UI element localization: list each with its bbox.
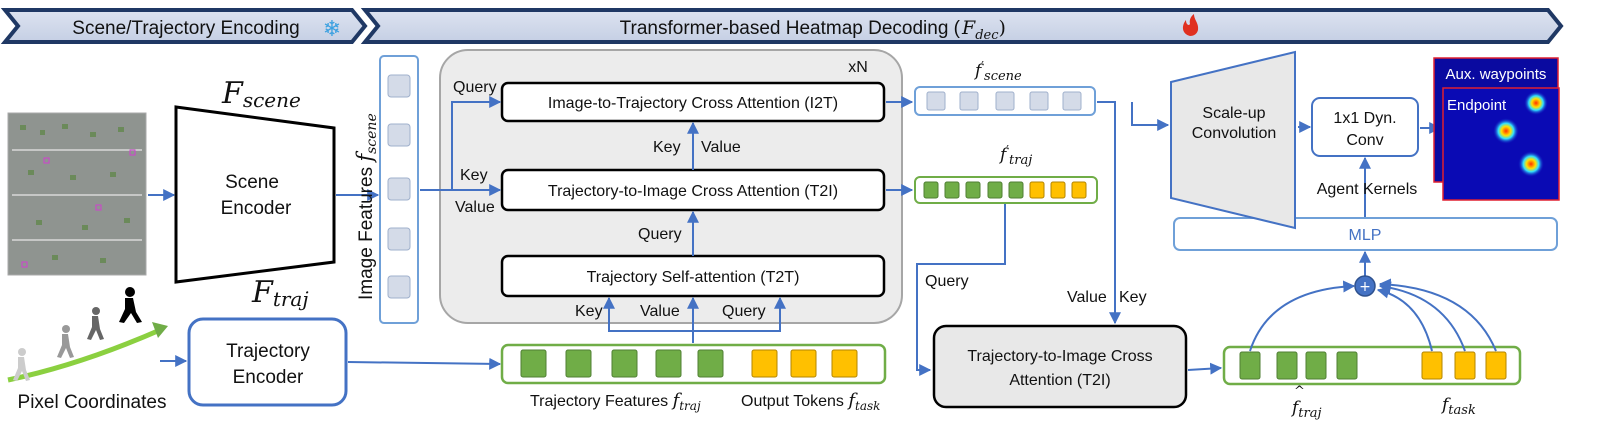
scene-encoder-math: Fscene — [221, 76, 301, 112]
updated-token-row — [1222, 345, 1522, 386]
f-scene-prime-row — [914, 86, 1096, 116]
banner-right: Transformer-based Heatmap Decoding ( Fde… — [360, 8, 1564, 44]
i2t-key-label: Key — [653, 139, 681, 156]
f-traj-prime-row — [914, 176, 1098, 204]
image-features-label: Image Features fscene — [353, 113, 380, 300]
trajectory-encoder: Trajectory Encoder Ftraj — [187, 275, 348, 407]
banner-right-math: Fdec) — [961, 17, 1006, 43]
query-label-bottom: Query — [925, 273, 969, 290]
bottom-t2i-arrows — [916, 101, 1223, 376]
scale-up-convolution: Scale-up Convolution — [1170, 50, 1296, 230]
f-hat-traj-label: ftraj — [1290, 398, 1322, 421]
i2t-query-label: Query — [453, 79, 497, 96]
scene-encoder-label-1: Scene — [225, 172, 279, 193]
t2i-value-label: Value — [455, 199, 495, 216]
svg-text:Scale-up: Scale-up — [1202, 105, 1265, 122]
output-tokens-label: Output Tokens ftask — [741, 390, 880, 413]
sum-arrows — [1249, 121, 1497, 352]
trajectory-feature-row — [500, 343, 887, 385]
i2t-block — [500, 81, 886, 123]
f-scene-prime-label: f′scene — [973, 59, 1022, 84]
mlp-block — [1173, 217, 1558, 251]
repeat-label: xN — [848, 59, 868, 76]
mlp-label: MLP — [1349, 227, 1382, 244]
pixel-coordinates-label: Pixel Coordinates — [18, 392, 167, 413]
t2t-query-label: Query — [722, 303, 766, 320]
scene-image — [7, 112, 147, 276]
traj-encoder-label-2: Encoder — [233, 367, 304, 388]
key-label-bottom: Key — [1119, 289, 1147, 306]
banner-right-title: Transformer-based Heatmap Decoding ( — [620, 18, 961, 39]
endpoint-label: Endpoint — [1447, 97, 1507, 114]
f-traj-prime-label: f′traj — [998, 143, 1032, 168]
f-task-label: ftask — [1440, 395, 1476, 418]
banner-left: Scene/Trajectory Encoding ❄ — [0, 8, 368, 44]
t2i-query-label: Query — [638, 226, 682, 243]
dyn-conv-block — [1311, 97, 1419, 157]
sum-node: + — [1354, 275, 1376, 297]
t2t-value-label: Value — [640, 303, 680, 320]
fire-icon — [1182, 14, 1199, 36]
hat-accent-icon: ^ — [1294, 384, 1305, 399]
aux-waypoints-label: Aux. waypoints — [1446, 66, 1547, 83]
image-features-column — [379, 55, 419, 324]
traj-encoder-math: Ftraj — [251, 275, 309, 311]
trajectory-features-label: Trajectory Features ftraj — [530, 390, 701, 413]
banner-left-title: Scene/Trajectory Encoding — [72, 18, 299, 39]
svg-text:+: + — [1359, 279, 1371, 295]
bottom-t2i-label-2: Attention (T2I) — [1009, 372, 1110, 389]
snowflake-icon: ❄ — [323, 16, 341, 41]
arrow-traj-encoder-to-features — [347, 357, 502, 370]
i2t-value-label: Value — [701, 139, 741, 156]
t2t-key-label: Key — [575, 303, 603, 320]
t2i-key-label: Key — [460, 167, 488, 184]
bottom-t2i-label-1: Trajectory-to-Image Cross — [967, 348, 1152, 365]
svg-text:Convolution: Convolution — [1192, 125, 1277, 142]
dyn-conv-label-1: 1x1 Dyn. — [1333, 110, 1396, 127]
dyn-conv-label-2: Conv — [1346, 132, 1383, 149]
i2t-label: Image-to-Trajectory Cross Attention (I2T… — [548, 95, 838, 112]
t2t-label: Trajectory Self-attention (T2T) — [587, 269, 800, 286]
heatmap-outputs: Aux. waypoints Endpoint — [1433, 57, 1560, 201]
pedestrian-trajectory-icon — [7, 287, 168, 383]
agent-kernels-label: Agent Kernels — [1317, 181, 1418, 198]
bottom-t2i-block — [932, 324, 1188, 409]
value-label-bottom: Value — [1067, 289, 1107, 306]
t2i-label: Trajectory-to-Image Cross Attention (T2I… — [548, 183, 838, 200]
scene-encoder-label-2: Encoder — [221, 198, 292, 219]
decoder-arrows — [420, 96, 914, 343]
traj-encoder-label-1: Trajectory — [226, 341, 310, 362]
scene-encoder: Scene Encoder Fscene — [174, 76, 336, 284]
